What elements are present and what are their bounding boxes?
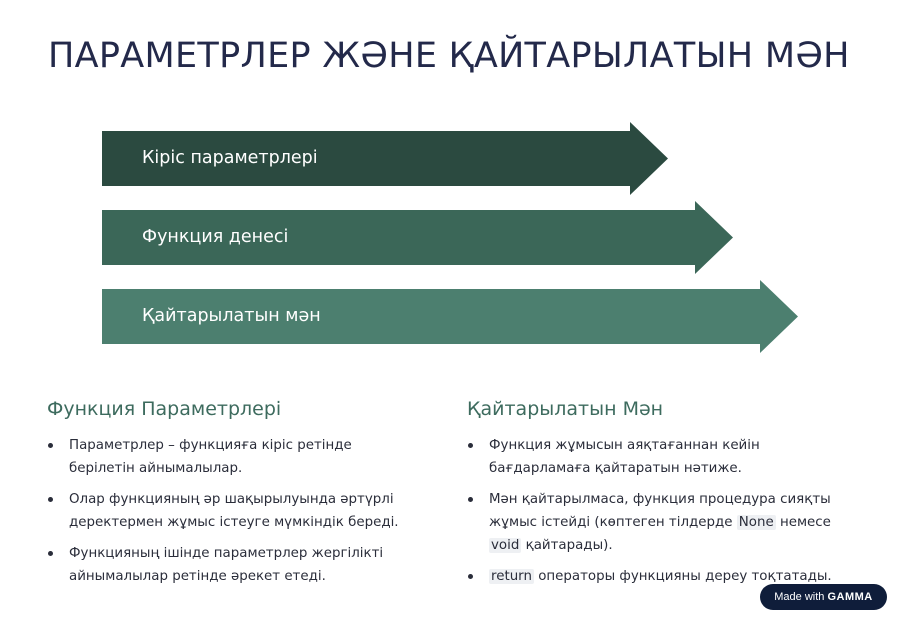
arrow-shape — [102, 280, 798, 353]
bullet-list: Параметрлер – функцияға кіріс ретінде бе… — [47, 434, 407, 588]
inline-code: void — [489, 538, 522, 553]
badge-prefix: Made with — [774, 591, 825, 603]
arrow-label: Функция денесі — [142, 227, 289, 247]
page-title: ПАРАМЕТРЛЕР ЖӘНЕ ҚАЙТАРЫЛАТЫН МӘН — [48, 36, 850, 76]
list-item: return операторы функцияны дереу тоқтата… — [467, 565, 847, 588]
return-value-section: Қайтарылатын Мән Функция жұмысын аяқтаға… — [467, 398, 847, 596]
list-item: Олар функцияның әр шақырылуында әртүрлі … — [47, 488, 407, 534]
list-item: Функция жұмысын аяқтағаннан кейін бағдар… — [467, 434, 847, 480]
gamma-logo: GAMMA — [827, 591, 873, 603]
list-item: Параметрлер – функцияға кіріс ретінде бе… — [47, 434, 407, 480]
arrow-return-value: Қайтарылатын мән — [102, 280, 798, 353]
section-heading: Қайтарылатын Мән — [467, 398, 664, 420]
parameters-section: Функция Параметрлері Параметрлер – функц… — [47, 398, 407, 596]
made-with-gamma-badge[interactable]: Made with GAMMA — [760, 584, 887, 610]
text-span: немесе — [775, 515, 831, 530]
list-item: Функцияның ішінде параметрлер жергілікті… — [47, 542, 407, 588]
arrow-label: Кіріс параметрлері — [142, 148, 318, 168]
bullet-list: Функция жұмысын аяқтағаннан кейін бағдар… — [467, 434, 847, 588]
arrow-shape — [102, 201, 733, 274]
text-span: Мән қайтарылмаса, функция процедура сияқ… — [489, 492, 831, 530]
arrow-shape — [102, 122, 668, 195]
arrow-label: Қайтарылатын мән — [142, 306, 321, 326]
inline-code: return — [489, 569, 534, 584]
arrow-function-body: Функция денесі — [102, 201, 733, 274]
text-span: операторы функцияны дереу тоқтатады. — [533, 569, 832, 584]
list-item: Мән қайтарылмаса, функция процедура сияқ… — [467, 488, 847, 557]
arrow-input-parameters: Кіріс параметрлері — [102, 122, 668, 195]
text-span: қайтарады). — [521, 538, 613, 553]
section-heading: Функция Параметрлері — [47, 398, 282, 420]
inline-code: None — [736, 515, 776, 530]
